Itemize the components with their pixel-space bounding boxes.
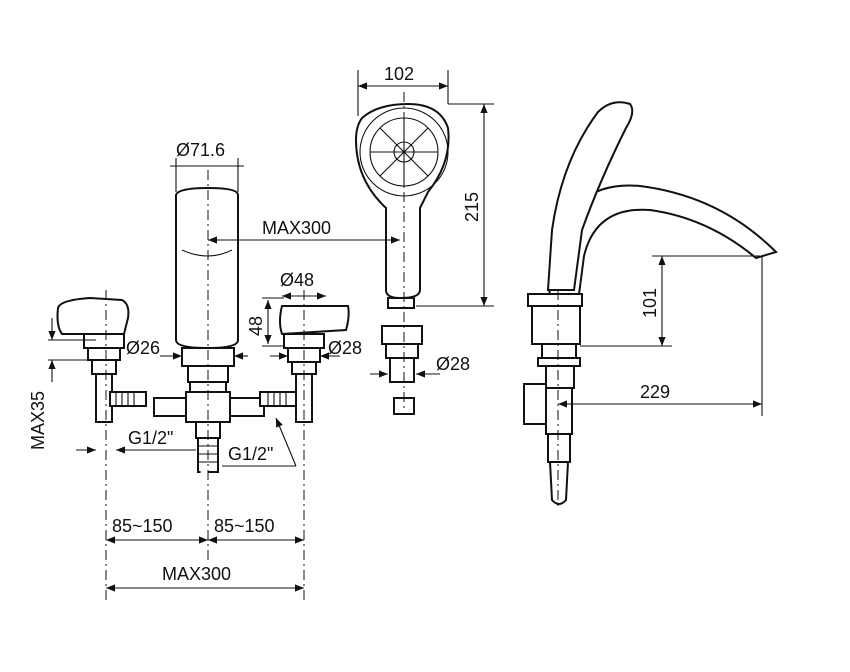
dim-label-spout-reach: 229 <box>640 382 670 402</box>
dim-label-handle-height: 48 <box>246 316 266 336</box>
side-view-spout <box>523 101 778 505</box>
right-handle-valve <box>259 305 350 423</box>
dim-label-215: 215 <box>462 192 482 222</box>
hand-shower <box>354 102 450 309</box>
dim-label-spacing-left: 85~150 <box>112 516 173 536</box>
dim-label-thread-left: G1/2" <box>128 428 173 448</box>
shower-holder <box>381 325 423 383</box>
dim-label-spacing-right: 85~150 <box>214 516 275 536</box>
left-handle-valve <box>56 296 147 423</box>
shower-hose <box>200 397 415 504</box>
dim-label-holder-diameter: Ø28 <box>436 354 470 374</box>
dim-label-overall-max: MAX300 <box>162 564 231 584</box>
dim-label-spout-diameter: Ø71.6 <box>176 140 225 160</box>
dim-label-handle-shank-diameter: Ø28 <box>328 338 362 358</box>
center-lines <box>105 92 559 600</box>
dim-label-valve-diameter: Ø26 <box>126 338 160 358</box>
dim-label-handle-diameter: Ø48 <box>280 270 314 290</box>
dim-label-102: 102 <box>384 64 414 84</box>
dim-label-spout-height: 101 <box>640 288 660 318</box>
dim-label-max-deck: MAX35 <box>28 391 48 450</box>
dim-label-thread-right: G1/2" <box>228 444 273 464</box>
dimension-lines <box>48 70 763 592</box>
dim-label-hose-max: MAX300 <box>262 218 331 238</box>
